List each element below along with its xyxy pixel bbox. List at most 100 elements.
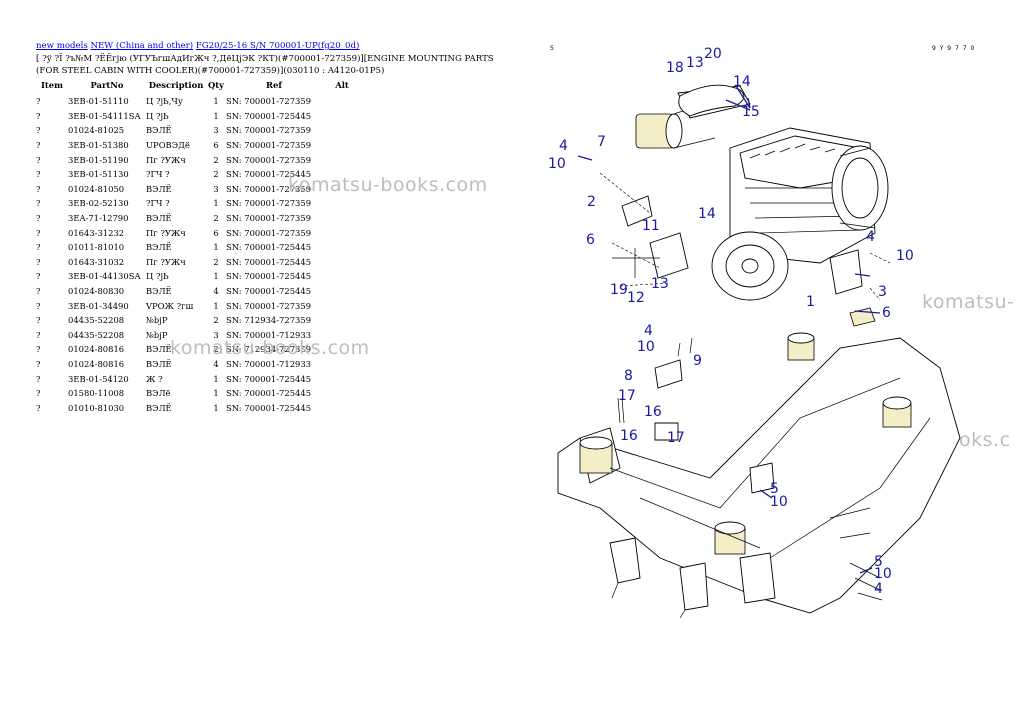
cell-description: ВЭЛЁ — [146, 402, 172, 413]
cell-qty: 2 — [213, 256, 219, 267]
cell-ref: SN: 700001-727359 — [226, 125, 312, 136]
cell-partno: 01024-81050 — [68, 183, 125, 194]
col-description-header: Description — [148, 80, 204, 90]
callout-label: 1 — [806, 294, 815, 310]
watermark-text: komatsu- — [922, 291, 1015, 313]
callout-label: 16 — [644, 404, 662, 420]
cell-description: Ц ?jЬ,Чу — [146, 96, 183, 107]
cell-ref: SN: 700001-712933 — [226, 329, 312, 340]
parts-list-panel: new models NEW (China and other) FG20/25… — [36, 40, 506, 415]
cell-description: Пг ?УЖч — [146, 227, 186, 238]
cell-alt — [322, 313, 362, 328]
cell-item: ? — [36, 388, 41, 399]
callout-label: 5 — [874, 554, 883, 570]
breadcrumb-new-china[interactable]: NEW (China and other) — [90, 41, 194, 51]
cell-item: ? — [36, 213, 41, 224]
cell-qty: 2 — [213, 154, 219, 165]
table-header-row: Item PartNo Description Qty Ref Alt — [36, 79, 362, 94]
callout-label: 12 — [627, 290, 645, 306]
cell-qty: 1 — [213, 373, 219, 384]
cell-partno: 3EB-01-51130 — [68, 169, 129, 180]
breadcrumb-model[interactable]: FG20/25-16 S/N 700001-UP(fg20_0d) — [195, 41, 360, 51]
cell-alt — [322, 386, 362, 401]
callout-label: 10 — [548, 156, 566, 172]
cell-ref: SN: 700001-727359 — [226, 300, 312, 311]
cell-ref: SN: 700001-727359 — [226, 140, 312, 151]
cell-description: Пг ?УЖч — [146, 154, 186, 165]
cell-qty: 4 — [213, 286, 219, 297]
callout-label: 3 — [878, 284, 887, 300]
cell-item: ? — [36, 256, 41, 267]
cell-description: №bjP — [146, 315, 168, 326]
callout-arrows — [577, 85, 881, 574]
callout-labels: 20 13 18 14 15 4 7 10 2 11 14 6 19 12 13… — [548, 46, 914, 597]
cell-ref: SN: 700001-727359 — [226, 227, 312, 238]
cell-item: ? — [36, 286, 41, 297]
cell-ref: SN: 712934-727359 — [226, 344, 312, 355]
cell-description: ВЭЛё — [146, 388, 171, 399]
bracket-parts — [599, 172, 891, 327]
cell-ref: SN: 700001-725445 — [226, 402, 312, 413]
cell-ref: SN: 700001-725445 — [226, 271, 312, 282]
cell-partno: 3EB-01-44130SA — [68, 271, 141, 282]
cell-alt — [322, 298, 362, 313]
callout-label: 18 — [666, 60, 684, 76]
cell-partno: 01024-80830 — [68, 286, 125, 297]
cell-partno: 3EB-01-54111SA — [68, 110, 141, 121]
callout-label: 4 — [559, 138, 568, 154]
breadcrumb: new models NEW (China and other) FG20/25… — [36, 40, 506, 52]
cell-description: Пг ?УЖч — [146, 256, 186, 267]
cell-partno: 01643-31032 — [68, 256, 125, 267]
cell-alt — [322, 240, 362, 255]
cell-partno: 01010-81030 — [68, 402, 125, 413]
cell-ref: SN: 712934-727359 — [226, 315, 312, 326]
cell-item: ? — [36, 402, 41, 413]
breadcrumb-new-models[interactable]: new models — [36, 41, 88, 51]
cell-ref: SN: 700001-725445 — [226, 256, 312, 267]
cell-item: ? — [36, 183, 41, 194]
callout-label: 10 — [874, 566, 892, 582]
cell-qty: 3 — [213, 329, 219, 340]
cell-alt — [322, 123, 362, 138]
cell-qty: 2 — [213, 169, 219, 180]
exploded-parts-diagram: 5 9 Y 9 7 7 0 — [548, 45, 974, 619]
cell-alt — [322, 138, 362, 153]
callout-label: 6 — [882, 305, 891, 321]
cell-item: ? — [36, 329, 41, 340]
cell-description: ВЭЛЁ — [146, 125, 172, 136]
cell-partno: 01024-80816 — [68, 344, 125, 355]
cell-description: VPОЖ ?гш — [146, 300, 194, 311]
callout-label: 9 — [693, 353, 702, 369]
cell-description: ?ГЧ ? — [146, 169, 170, 180]
cell-description: ВЭЛЁ — [146, 213, 172, 224]
cell-description: ВЭЛЁ — [146, 183, 172, 194]
cell-item: ? — [36, 300, 41, 311]
cell-item: ? — [36, 373, 41, 384]
cell-qty: 3 — [213, 125, 219, 136]
parts-table-body: ? 3EB-01-51110 Ц ?jЬ,Чу 1 SN: 700001-727359?… — [36, 94, 362, 415]
cell-ref: SN: 700001-725445 — [226, 242, 312, 253]
cell-alt — [322, 94, 362, 109]
callout-label: 14 — [733, 74, 751, 90]
callout-label: 11 — [642, 218, 660, 234]
cell-partno: 3EB-01-34490 — [68, 300, 129, 311]
mount-parts — [617, 337, 883, 601]
cell-partno: 3EB-01-51110 — [68, 96, 129, 107]
cell-ref: SN: 700001-727359 — [226, 154, 312, 165]
watermark-text: komatsu-books.com — [288, 174, 488, 196]
cell-alt — [322, 255, 362, 270]
belt-part — [678, 84, 745, 117]
cell-alt — [322, 211, 362, 226]
